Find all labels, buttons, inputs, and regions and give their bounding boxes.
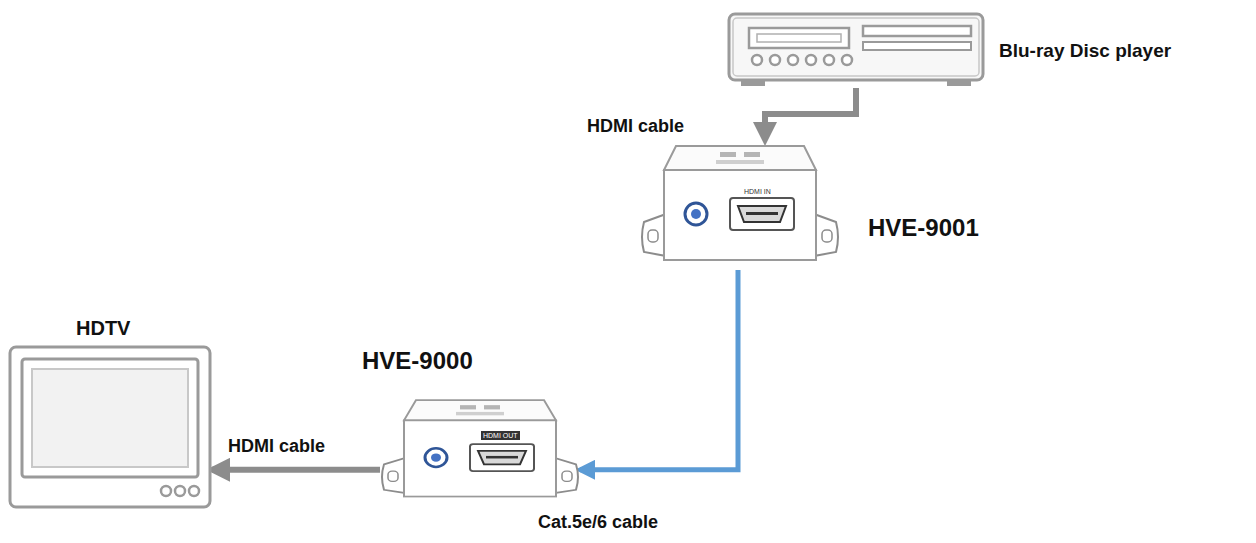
port-label: HDMI IN xyxy=(744,188,771,195)
device-illustration xyxy=(727,12,985,88)
cable-label: HDMI cable xyxy=(585,116,686,137)
cat-cable xyxy=(580,270,738,470)
hdmi-receiver: HVE-9000HDMI OUT xyxy=(380,395,580,505)
blu-ray-player: Blu-ray Disc player xyxy=(727,12,985,88)
cable-label: Cat.5e/6 cable xyxy=(536,512,660,533)
hdmi-cable xyxy=(765,88,856,140)
device-illustration xyxy=(640,140,840,270)
port-label: HDMI OUT xyxy=(481,431,520,440)
device-label: HDTV xyxy=(76,317,130,340)
hdmi-cable xyxy=(212,467,380,473)
device-illustration xyxy=(8,345,212,510)
hdmi-transmitter: HVE-9001HDMI IN xyxy=(640,140,840,270)
device-illustration xyxy=(380,395,580,505)
device-label: Blu-ray Disc player xyxy=(999,40,1171,62)
device-label: HVE-9000 xyxy=(362,347,473,375)
hdtv-screen: HDTV xyxy=(8,345,212,510)
device-label: HVE-9001 xyxy=(868,214,979,242)
cable-label: HDMI cable xyxy=(226,436,327,457)
